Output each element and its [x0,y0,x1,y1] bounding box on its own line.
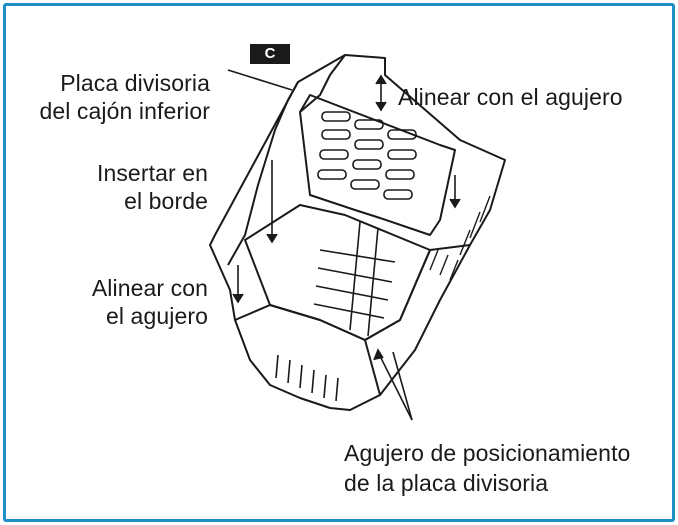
label-divider-plate-line2: del cajón inferior [39,98,210,124]
label-align-hole-top: Alinear con el agujero [398,84,623,110]
step-badge: C [250,44,290,64]
leader-divider-plate [227,69,293,91]
label-insert-edge-line2: el borde [124,188,208,214]
leader-positioning-hole-2 [392,351,413,421]
side-slots [429,195,491,281]
label-positioning-hole-line2: de la placa divisoria [344,470,549,496]
figure-frame [3,3,675,522]
floor-rails [313,221,396,337]
label-align-hole-left-line2: el agujero [105,303,208,329]
front-slots [275,354,339,402]
label-insert-edge-line1: Insertar en [96,160,208,186]
basket-left-wall [227,81,299,266]
basket-back-rim [299,54,346,113]
leader-positioning-hole-1 [377,351,413,421]
label-align-hole-left-line1: Alinear con [91,275,208,301]
divider-slots [317,111,417,200]
basket-front-wall [234,304,381,396]
basket-outline [209,54,506,411]
label-divider-plate-line1: Placa divisoria [60,70,210,96]
label-positioning-hole-line1: Agujero de posicionamiento [344,440,631,466]
